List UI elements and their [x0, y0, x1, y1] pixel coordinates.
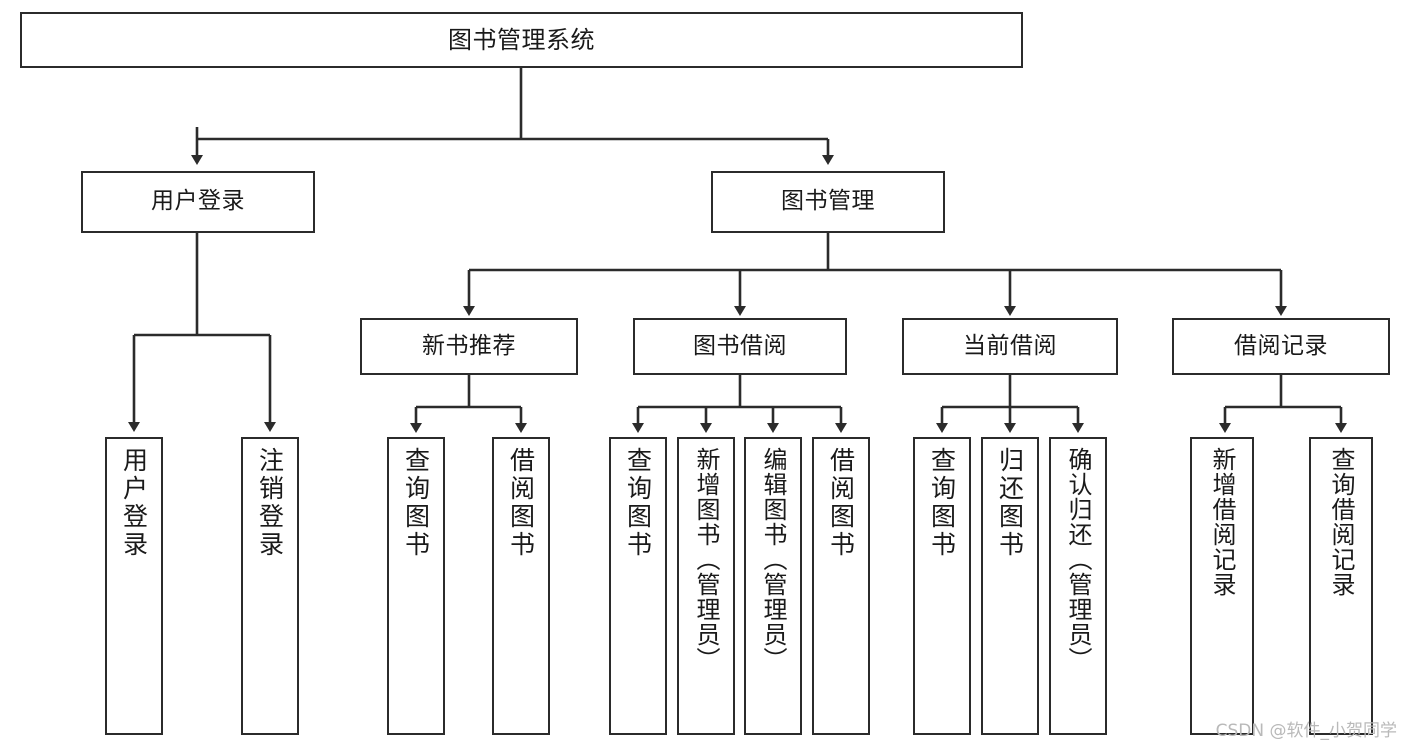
- node-current-borrow-label: 当前借阅: [963, 332, 1057, 359]
- node-leaf-query-book-1[interactable]: 查询图书: [387, 437, 445, 735]
- node-leaf-return-book-label: 归还图书: [995, 447, 1025, 559]
- node-user-login-label: 用户登录: [151, 188, 245, 215]
- node-leaf-add-record[interactable]: 新增借阅记录: [1190, 437, 1254, 735]
- node-leaf-user-logout-label: 注销登录: [255, 447, 285, 559]
- node-leaf-query-book-3[interactable]: 查询图书: [913, 437, 971, 735]
- node-leaf-query-book-3-label: 查询图书: [927, 447, 957, 559]
- node-leaf-query-record[interactable]: 查询借阅记录: [1309, 437, 1373, 735]
- node-leaf-borrow-book-2[interactable]: 借阅图书: [812, 437, 870, 735]
- node-book-manage-label: 图书管理: [781, 188, 875, 215]
- node-new-book-recommend-label: 新书推荐: [422, 332, 516, 359]
- node-current-borrow[interactable]: 当前借阅: [902, 318, 1118, 375]
- node-leaf-query-book-2-label: 查询图书: [623, 447, 653, 559]
- node-leaf-edit-book-label: 编辑图书（管理员）: [759, 447, 787, 672]
- node-leaf-borrow-book-2-label: 借阅图书: [826, 447, 856, 559]
- csdn-watermark: CSDN @软件_小贺同学: [1215, 721, 1397, 741]
- node-leaf-confirm-return-label: 确认归还（管理员）: [1064, 447, 1092, 672]
- node-leaf-add-record-label: 新增借阅记录: [1208, 447, 1236, 597]
- node-leaf-edit-book[interactable]: 编辑图书（管理员）: [744, 437, 802, 735]
- node-leaf-query-book-1-label: 查询图书: [401, 447, 431, 559]
- node-leaf-query-record-label: 查询借阅记录: [1327, 447, 1355, 597]
- node-new-book-recommend[interactable]: 新书推荐: [360, 318, 578, 375]
- node-leaf-query-book-2[interactable]: 查询图书: [609, 437, 667, 735]
- node-leaf-return-book[interactable]: 归还图书: [981, 437, 1039, 735]
- node-book-borrow[interactable]: 图书借阅: [633, 318, 847, 375]
- node-leaf-user-login[interactable]: 用户登录: [105, 437, 163, 735]
- node-leaf-borrow-book-1[interactable]: 借阅图书: [492, 437, 550, 735]
- node-leaf-borrow-book-1-label: 借阅图书: [506, 447, 536, 559]
- node-book-manage[interactable]: 图书管理: [711, 171, 945, 233]
- node-root[interactable]: 图书管理系统: [20, 12, 1023, 68]
- node-leaf-add-book[interactable]: 新增图书（管理员）: [677, 437, 735, 735]
- node-leaf-confirm-return[interactable]: 确认归还（管理员）: [1049, 437, 1107, 735]
- node-user-login[interactable]: 用户登录: [81, 171, 315, 233]
- node-borrow-record[interactable]: 借阅记录: [1172, 318, 1390, 375]
- node-root-label: 图书管理系统: [448, 25, 595, 54]
- node-book-borrow-label: 图书借阅: [693, 332, 787, 359]
- node-leaf-user-logout[interactable]: 注销登录: [241, 437, 299, 735]
- node-borrow-record-label: 借阅记录: [1234, 332, 1328, 359]
- node-leaf-user-login-label: 用户登录: [119, 447, 149, 559]
- node-leaf-add-book-label: 新增图书（管理员）: [692, 447, 720, 672]
